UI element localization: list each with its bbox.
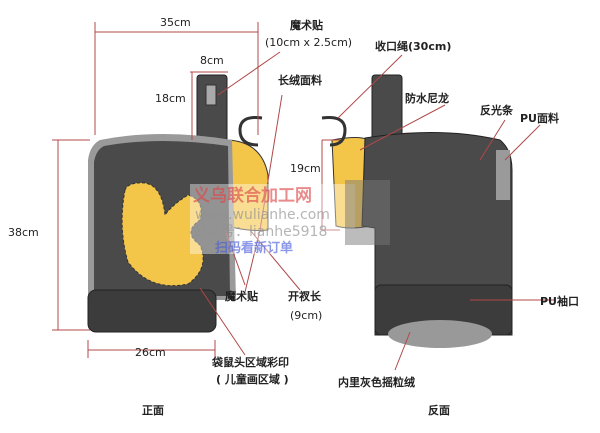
label-velcro-bottom: 魔术贴 xyxy=(225,289,258,303)
watermark-title: 义乌联合加工网 xyxy=(193,185,312,206)
front-mitt xyxy=(87,74,269,333)
dim-opening: 19cm xyxy=(290,162,321,175)
watermark-url: www.wulianhe.com xyxy=(195,207,330,223)
front-plush-tab xyxy=(227,139,269,231)
label-print-area-note: ( 儿童画区域 ) xyxy=(216,372,289,386)
watermark-cta: 扫码看新订单 xyxy=(215,240,293,256)
kangaroo-print-area xyxy=(121,182,204,287)
label-pu-fabric: PU面料 xyxy=(520,111,559,125)
drawstring-right xyxy=(321,116,347,147)
dim-strap-width: 8cm xyxy=(200,54,224,67)
label-front: 正面 xyxy=(142,404,164,417)
inner-fleece xyxy=(388,320,492,348)
reflective-strip xyxy=(496,150,510,200)
label-velcro-size: (10cm x 2.5cm) xyxy=(265,36,352,49)
dim-width-top: 35cm xyxy=(160,16,191,29)
back-body xyxy=(361,132,513,336)
label-pu-cuff: PU袖口 xyxy=(540,294,579,308)
strap-velcro xyxy=(205,84,217,106)
label-back: 反面 xyxy=(428,403,450,417)
label-velcro-top: 魔术贴 xyxy=(290,18,323,32)
watermark-account: 公众号：lianhe5918 xyxy=(193,224,327,240)
qr-code xyxy=(345,180,390,245)
dimension-lines xyxy=(52,22,555,371)
dim-height: 38cm xyxy=(8,226,39,239)
label-plush-fabric: 长绒面料 xyxy=(278,73,322,87)
front-cuff xyxy=(87,289,217,333)
drawstring-left xyxy=(238,116,263,147)
label-inner-fleece: 内里灰色摇粒绒 xyxy=(338,375,415,389)
label-slit-length: 开衩长 xyxy=(288,289,322,303)
label-waterproof-nylon: 防水尼龙 xyxy=(405,91,449,105)
label-reflective-strip: 反光条 xyxy=(480,103,514,117)
watermark: 义乌联合加工网 www.wulianhe.com 公众号：lianhe5918 … xyxy=(190,180,390,256)
label-drawstring: 收口绳(30cm) xyxy=(375,39,451,53)
label-print-area: 袋鼠头区域彩印 xyxy=(211,355,289,369)
dim-cuff-width: 26cm xyxy=(135,346,166,359)
label-slit-size: (9cm) xyxy=(290,309,322,322)
dim-strap-height: 18cm xyxy=(155,92,186,105)
back-mitt xyxy=(321,74,513,348)
